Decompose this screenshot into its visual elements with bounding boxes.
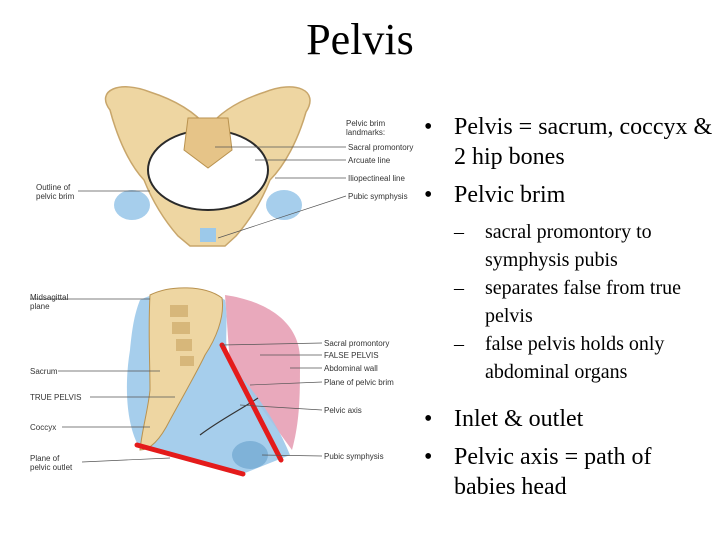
bullet-pelvic-brim: Pelvic brim [418,180,718,210]
label-false-pelvis: FALSE PELVIS [324,351,379,360]
slide-title: Pelvis [306,15,414,64]
label-plane-of-pelvic-brim: Plane of pelvic brim [324,378,394,387]
label-bottom-pubic-symphysis: Pubic symphysis [324,452,384,461]
pelvis-anterior-illustration [104,86,311,247]
subpoint-promontory-to-symphysis: sacral promontory to symphysis pubis [450,218,718,274]
pelvis-sagittal-illustration [126,287,300,475]
subpoint-separates-false-true: separates false from true pelvis [450,274,718,330]
label-top-sacral-promontory: Sacral promontory [348,143,414,152]
label-true-pelvis: TRUE PELVIS [30,393,82,402]
top-leader-lines [78,146,347,239]
label-plane-of-pelvic-outlet: Plane of pelvic outlet [30,454,73,472]
label-coccyx: Coccyx [30,423,57,432]
label-midsagittal-plane: Midsagittal plane [30,293,69,311]
bullet-inlet-outlet: Inlet & outlet [418,404,718,434]
label-top-pubic-symphysis: Pubic symphysis [348,192,408,201]
label-pelvic-axis: Pelvic axis [324,406,362,415]
label-abdominal-wall: Abdominal wall [324,364,378,373]
bullet-pelvis-definition: Pelvis = sacrum, coccyx & 2 hip bones [418,112,718,172]
subpoint-false-pelvis-organs: false pelvis holds only abdominal organs [450,330,718,386]
pelvic-brim-subpoints: sacral promontory to symphysis pubis sep… [450,218,718,386]
label-sacrum: Sacrum [30,367,58,376]
bullet-list: Pelvis = sacrum, coccyx & 2 hip bones Pe… [418,112,718,510]
plane-lines [134,342,284,477]
bottom-leader-lines [30,298,323,463]
label-arcuate-line: Arcuate line [348,156,391,165]
bullet-pelvic-axis: Pelvic axis = path of babies head [418,442,718,502]
label-iliopectineal-line: Iliopectineal line [348,174,405,183]
label-outline-of-pelvic-brim: Outline of pelvic brim [36,183,75,201]
label-bottom-sacral-promontory: Sacral promontory [324,339,390,348]
label-pelvic-brim-landmarks: Pelvic brim landmarks: [346,119,386,137]
